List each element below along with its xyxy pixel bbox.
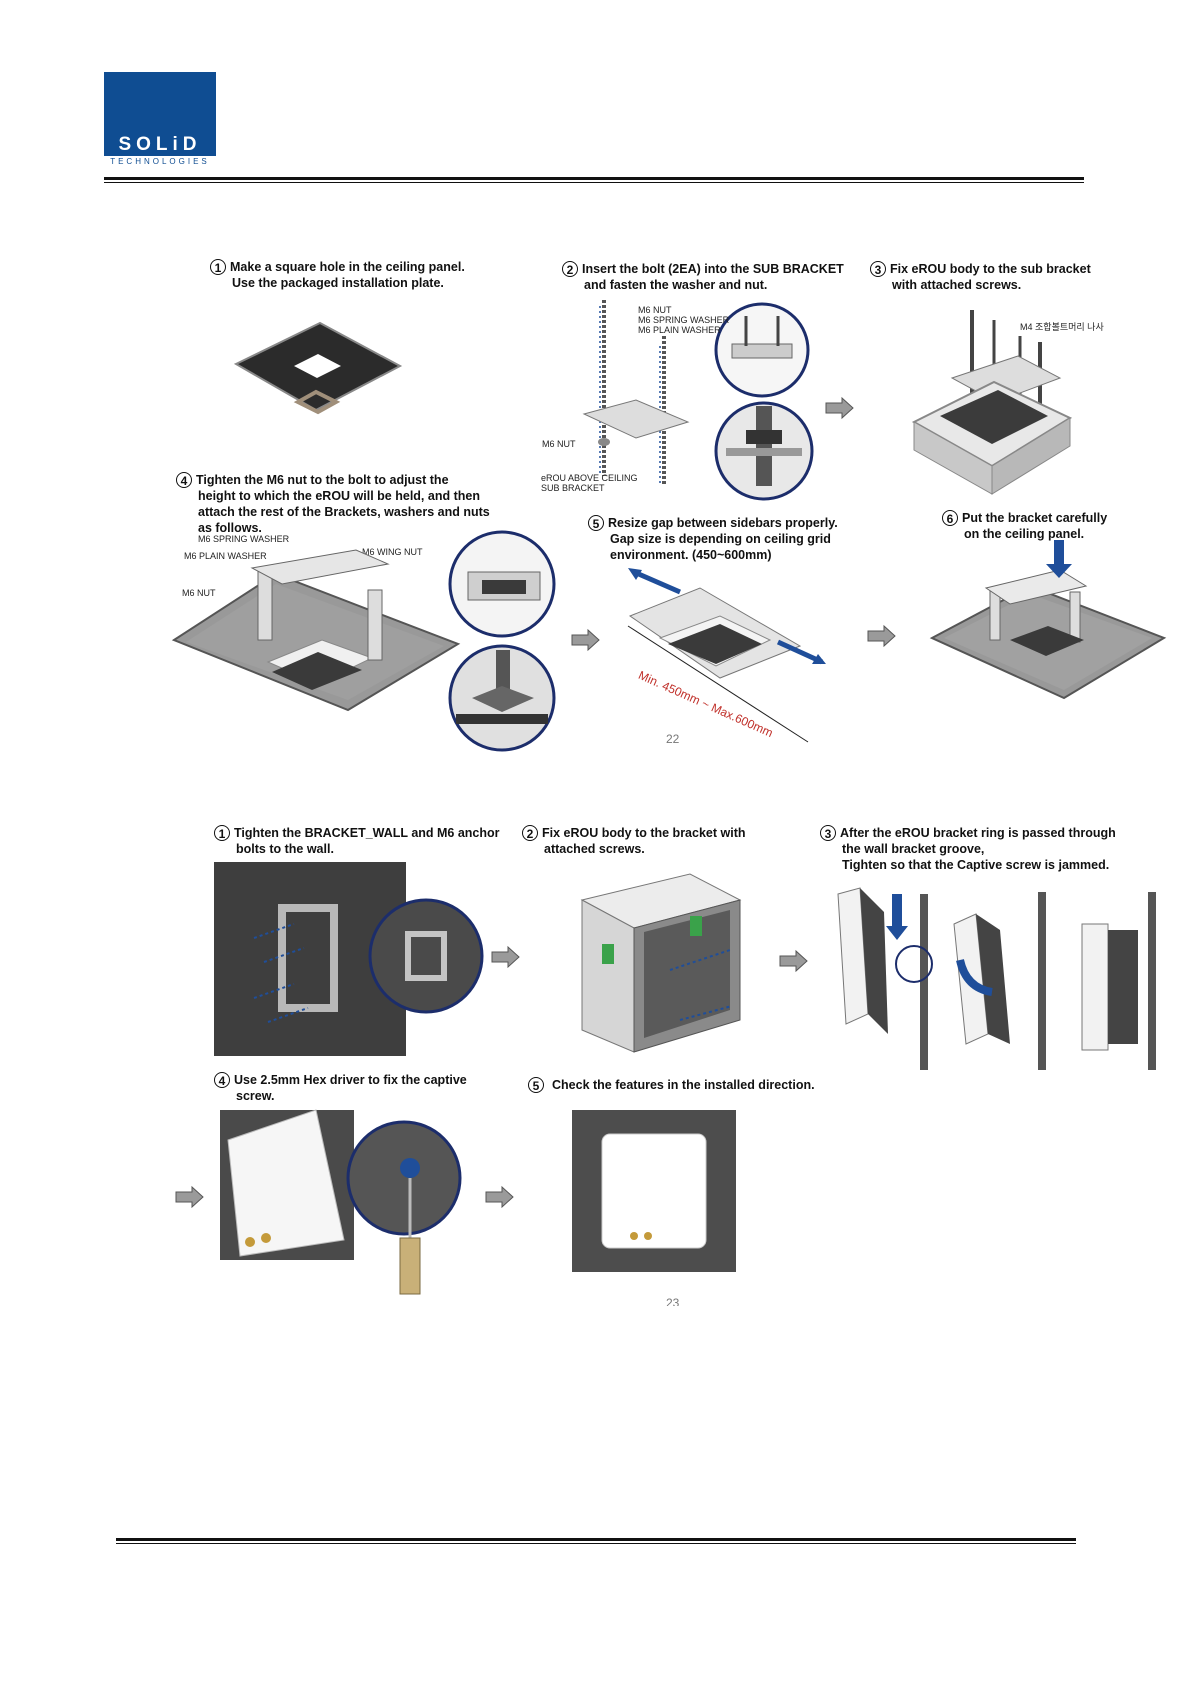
step-text: screw.: [236, 1089, 275, 1103]
next-step-arrow-icon: [779, 949, 808, 973]
bracket-on-ceiling-illustration: [929, 540, 1167, 700]
logo-wordmark: SOLiD: [118, 134, 202, 155]
next-step-arrow-icon: [867, 624, 896, 648]
label-sub-bracket-2: SUB BRACKET: [541, 483, 605, 493]
sidebar-gap-illustration: [627, 568, 826, 743]
footer-rule-thin: [116, 1543, 1076, 1544]
step-text: with attached screws.: [892, 278, 1022, 292]
step-number: 4: [214, 1072, 230, 1088]
step-text: and fasten the washer and nut.: [584, 278, 768, 292]
page-number: 22: [666, 732, 680, 746]
step-text: Tighten the M6 nut to the bolt to adjust…: [196, 473, 449, 487]
step-text: height to which the eROU will be held, a…: [198, 489, 480, 503]
installed-direction-illustration: [572, 1110, 736, 1272]
sub-bracket-bolts-illustration: [582, 300, 814, 501]
erou-sub-bracket-illustration: [911, 310, 1073, 495]
step-text: Resize gap between sidebars properly.: [608, 516, 838, 530]
step-text: Fix eROU body to the bracket with: [542, 826, 746, 840]
footer-rule: [116, 1538, 1076, 1541]
step-text: attach the rest of the Brackets, washers…: [198, 505, 490, 519]
label-m6-spring-washer: M6 SPRING WASHER: [198, 534, 290, 544]
wing-nut-detail-illustration: [448, 530, 556, 752]
step-text: Check the features in the installed dire…: [552, 1078, 815, 1092]
step-text: Insert the bolt (2EA) into the SUB BRACK…: [582, 262, 844, 276]
next-step-arrow-icon: [571, 628, 600, 652]
company-logo: SOLiD TECHNOLOGIES: [104, 72, 216, 168]
header-rule-thin: [104, 182, 1084, 183]
step-text: Fix eROU body to the sub bracket: [890, 262, 1091, 276]
label-m6-nut-lower: M6 NUT: [542, 439, 576, 449]
step-text: bolts to the wall.: [236, 842, 334, 856]
wall-step-5: 5 Check the features in the installed dir…: [528, 1077, 815, 1093]
step-text: Use the packaged installation plate.: [232, 276, 444, 290]
ceiling-step-6: 6 Put the bracket carefully on the ceilin…: [942, 510, 1107, 542]
step-text: on the ceiling panel.: [964, 527, 1085, 541]
ceiling-step-3: 3 Fix eROU body to the sub bracket with a…: [870, 261, 1091, 293]
label-m6-plain-washer: M6 PLAIN WASHER: [638, 325, 721, 335]
page-number: 23: [666, 1296, 680, 1306]
step-number: 6: [942, 510, 958, 526]
step-text: Gap size is depending on ceiling grid: [610, 532, 831, 546]
header-rule: [104, 177, 1084, 180]
step-text: After the eROU bracket ring is passed th…: [840, 826, 1116, 840]
wall-step-2: 2 Fix eROU body to the bracket with attac…: [522, 825, 746, 857]
ceiling-step-4: 4 Tighten the M6 nut to the bolt to adjus…: [176, 472, 490, 536]
step-text: Tighten so that the Captive screw is jam…: [842, 858, 1110, 872]
previous-step-arrow-icon: [175, 1185, 204, 1209]
ceiling-panel-illustration: [233, 321, 403, 415]
ceiling-step-5: 5 Resize gap between sidebars properly. G…: [588, 515, 838, 563]
step-text: the wall bracket groove,: [842, 842, 985, 856]
step-number: 1: [214, 825, 230, 841]
label-m4-screw: M4 조합볼트머리 나사: [1020, 322, 1104, 332]
ceiling-step-1: 1 Make a square hole in the ceiling panel…: [210, 259, 465, 291]
label-m6-nut: M6 NUT: [638, 305, 672, 315]
step-number: 4: [176, 472, 192, 488]
hex-driver-illustration: [220, 1109, 462, 1295]
captive-screw-sequence-illustration: [837, 887, 1156, 1070]
wall-bracket-anchor-illustration: [214, 862, 484, 1056]
label-sub-bracket: eROU ABOVE CEILING: [541, 473, 638, 483]
ceiling-bracket-assembly-illustration: [171, 549, 461, 712]
wall-step-3: 3 After the eROU bracket ring is passed t…: [820, 825, 1116, 873]
step-text: attached screws.: [544, 842, 645, 856]
logo-subtitle: TECHNOLOGIES: [104, 156, 216, 168]
step-number: 2: [522, 825, 538, 841]
next-step-arrow-icon: [825, 396, 854, 420]
label-m6-wing-nut: M6 WING NUT: [362, 547, 423, 557]
step-number: 1: [210, 259, 226, 275]
next-step-arrow-icon: [491, 945, 520, 969]
step-number: 5: [528, 1077, 544, 1093]
step-text: environment. (450~600mm): [610, 548, 772, 562]
next-step-arrow-icon: [485, 1185, 514, 1209]
step-number: 2: [562, 261, 578, 277]
ceiling-step-2: 2 Insert the bolt (2EA) into the SUB BRAC…: [562, 261, 844, 293]
step-text: Use 2.5mm Hex driver to fix the captive: [234, 1073, 467, 1087]
step-text: Tighten the BRACKET_WALL and M6 anchor: [234, 826, 500, 840]
step-text: as follows.: [198, 521, 262, 535]
step-number: 5: [588, 515, 604, 531]
step-text: Make a square hole in the ceiling panel.: [230, 260, 465, 274]
wall-step-4: 4 Use 2.5mm Hex driver to fix the captive…: [214, 1072, 467, 1104]
step-text: Put the bracket carefully: [962, 511, 1108, 525]
step-number: 3: [820, 825, 836, 841]
label-m6-plain-washer: M6 PLAIN WASHER: [184, 551, 267, 561]
erou-wall-bracket-illustration: [580, 873, 742, 1053]
step-number: 3: [870, 261, 886, 277]
label-m6-spring-washer: M6 SPRING WASHER: [638, 315, 730, 325]
label-m6-nut: M6 NUT: [182, 588, 216, 598]
